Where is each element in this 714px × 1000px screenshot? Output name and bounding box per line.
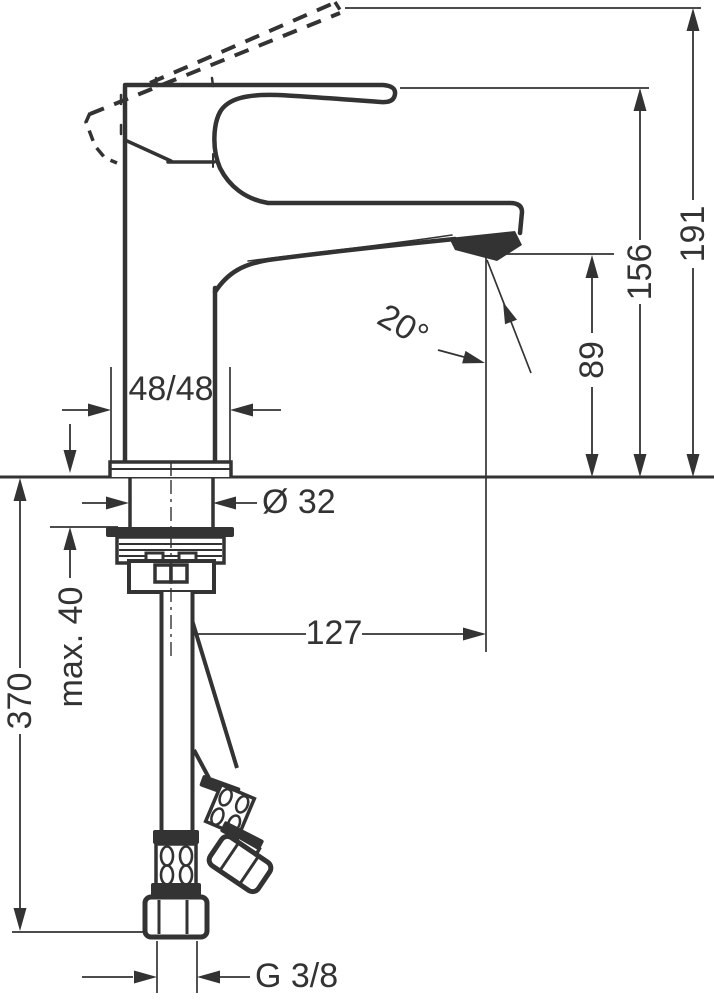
arrowhead-right [134, 970, 157, 984]
supply-hose-left [159, 592, 195, 832]
arrowhead-down [686, 454, 700, 477]
handle-tick [154, 76, 159, 88]
arrowhead-up [63, 527, 77, 550]
dim-label-handle-height: 156 [621, 244, 659, 301]
arrowhead-down [585, 454, 599, 477]
arrowhead-right [88, 403, 111, 417]
lever-and-spout-top [122, 82, 525, 236]
dim-label-max-deck-thickness: max. 40 [52, 587, 90, 708]
dim-label-thread-size: G 3/8 [255, 957, 338, 995]
dim-label-spout-reach: 127 [306, 614, 363, 652]
arrowhead-up [585, 255, 599, 278]
dimension-hose-length [13, 478, 27, 931]
mounting-screw [169, 563, 189, 584]
dimension-center-widths [62, 403, 281, 417]
dim-label-total-height: 191 [674, 206, 712, 263]
supply-hose-left-end [142, 830, 210, 940]
arrowhead-left [197, 970, 220, 984]
handle-raised-outline [84, 1, 344, 165]
hose-crimp-band [153, 830, 199, 844]
mounting-shank [128, 478, 215, 528]
extension-lines [12, 7, 701, 993]
arrowhead-up [633, 88, 647, 111]
hose-connector-nut [206, 833, 274, 895]
arrowhead-up [686, 8, 700, 31]
mounting-bracket [127, 551, 216, 594]
hose-connector-nut [142, 894, 210, 940]
arrowhead-up [13, 478, 27, 501]
arrowhead-right [106, 496, 129, 510]
arrowhead-down [13, 908, 27, 931]
mounting-screw [153, 563, 173, 584]
faucet-body [119, 76, 525, 464]
spout-underside-inner-line [247, 234, 453, 262]
dimension-max-deck-thickness [63, 424, 77, 578]
arrowhead-down [63, 450, 77, 473]
arrowhead-left [230, 403, 253, 417]
dim-label-spout-height: 89 [573, 341, 611, 379]
arrowhead-angle [503, 302, 517, 325]
aerator [449, 231, 522, 261]
lever-base-seam-diagonal [123, 138, 173, 163]
washer-plate [106, 527, 234, 537]
hose-braid [154, 842, 198, 887]
supply-hose-right [190, 619, 274, 895]
hose-tube-fill [163, 592, 191, 832]
dim-label-spout-angle: 20° [371, 297, 435, 356]
dim-label-center-widths: 48/48 [128, 370, 213, 408]
handle-tick [210, 76, 215, 88]
dimension-total-height [686, 8, 700, 477]
arrowhead-right [462, 350, 485, 364]
arrowhead-left [213, 496, 236, 510]
base-flange [108, 460, 233, 477]
dim-label-hose-length: 370 [1, 673, 39, 730]
dimension-handle-height [633, 88, 647, 477]
hose-crimp-band [151, 883, 201, 897]
dimension-spout-height [585, 255, 599, 477]
dimension-spout-angle [437, 259, 532, 374]
arrowhead-down [633, 454, 647, 477]
dim-label-hole-diameter: Ø 32 [262, 483, 336, 521]
arrowhead-right [463, 627, 486, 641]
spout-underside [212, 236, 458, 295]
dimension-thread-size [82, 970, 250, 984]
dimension-hole-diameter [82, 496, 257, 510]
